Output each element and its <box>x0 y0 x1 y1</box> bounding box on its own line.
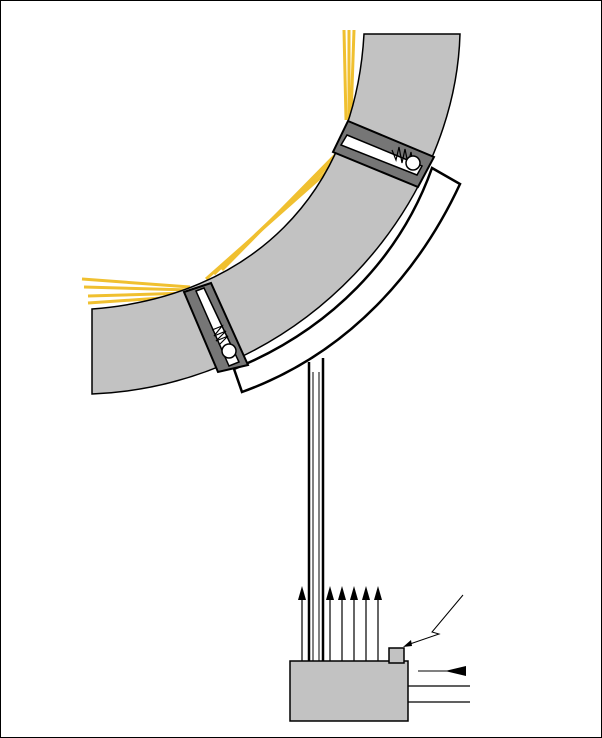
up-arrow-icon <box>298 586 306 661</box>
upper-spring <box>391 146 414 165</box>
support-tube <box>307 358 325 662</box>
lower-spring <box>211 324 229 346</box>
lower-clamp <box>182 281 250 374</box>
sensor <box>388 647 405 664</box>
up-arrow-icon <box>350 586 358 661</box>
left-arrow-icon <box>445 666 466 676</box>
upper-ball <box>405 155 421 171</box>
lower-ball <box>221 343 237 359</box>
support-shoe <box>232 166 462 394</box>
up-arrows <box>298 586 382 661</box>
lightning-bolt-tip <box>403 640 412 647</box>
output-pipe <box>408 685 470 703</box>
rays-mid <box>205 146 344 281</box>
up-arrow-icon <box>374 586 382 661</box>
upper-clamp <box>331 119 436 189</box>
lightning-bolt-icon <box>406 594 464 646</box>
up-arrow-icon <box>326 586 334 661</box>
control-box <box>289 660 409 722</box>
up-arrow-icon <box>362 586 370 661</box>
rays-top <box>342 29 356 121</box>
up-arrow-icon <box>338 586 346 661</box>
